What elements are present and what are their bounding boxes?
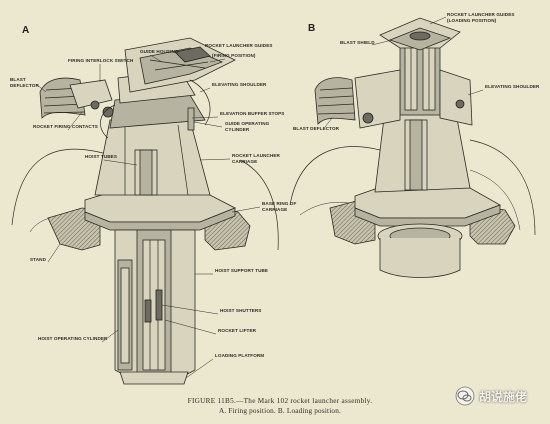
watermark: 胡说施佬 [455,385,545,407]
label-carriage-1: ROCKET LAUNCHER [232,153,281,158]
label-deflector: DEFLECTOR [10,83,39,88]
label-blast-deflector-b: BLAST DEFLECTOR [293,126,340,131]
label-hoist-cylinder: HOIST OPERATING CYLINDER [38,336,108,341]
figure-caption-positions: A. Firing position. B. Loading position. [218,407,341,415]
label-buffer-stops: ELEVATION BUFFER STOPS [220,111,284,116]
label-blast-shield: BLAST SHIELD [340,40,375,45]
label-base-ring-2: CARRIAGE [262,207,287,212]
label-rocket-lifter: ROCKET LIFTER [218,328,257,333]
panel-a-letter: A [22,25,29,36]
label-carriage-2: CARRIAGE [232,159,257,164]
leader-lines-b [324,16,484,128]
label-firing-interlock: FIRING INTERLOCK SWITCH [68,58,134,63]
label-firing-contacts: ROCKET FIRING CONTACTS [33,124,98,129]
panel-b-labels: BLAST SHIELD ROCKET LAUNCHER GUIDES (LOA… [293,12,540,131]
label-hoist-tubes: HOIST TUBES [85,154,117,159]
panel-b-drawing [289,17,536,278]
watermark-text: 胡说施佬 [479,389,528,404]
label-hoist-shutters: HOIST SHUTTERS [220,308,261,313]
label-firing-position: (FIRING POSITION) [212,53,256,58]
label-loading-platform: LOADING PLATFORM [215,353,264,358]
label-launcher-guides-b-2: (LOADING POSITION) [447,18,497,23]
label-support-tube: HOIST SUPPORT TUBE [215,268,268,273]
label-guide-cylinder-1: GUIDE OPERATING [225,121,270,126]
label-base-ring-1: BASE RING OF [262,201,296,206]
panel-a-labels: GUIDE HOUSING FIRING INTERLOCK SWITCH RO… [10,43,296,379]
figure-caption-title: FIGURE 11B5.—The Mark 102 rocket launche… [187,397,373,405]
label-guide-cylinder-2: CYLINDER [225,127,250,132]
label-elevating-shoulder-a: ELEVATING SHOULDER [212,82,267,87]
label-blast: BLAST [10,77,26,82]
wechat-icon [455,386,475,406]
label-stand: STAND [30,257,47,262]
label-guide-housing: GUIDE HOUSING [140,49,179,54]
label-launcher-guides-b-1: ROCKET LAUNCHER GUIDES [447,12,515,17]
label-elevating-shoulder-b: ELEVATING SHOULDER [485,84,540,89]
leader-lines-a [35,54,261,379]
panel-b-letter: B [308,23,315,34]
label-launcher-guides: ROCKET LAUNCHER GUIDES [205,43,273,48]
panel-a-drawing [11,37,279,385]
